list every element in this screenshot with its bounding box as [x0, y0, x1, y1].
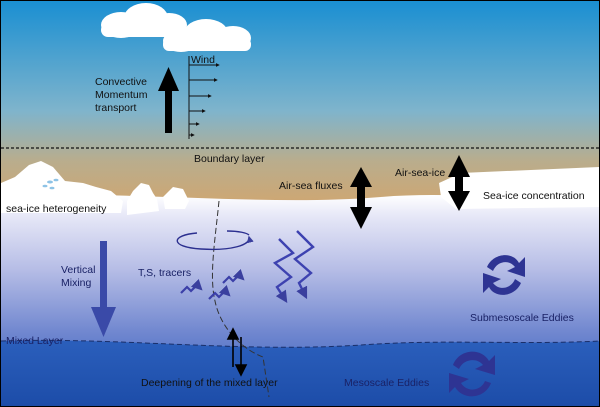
submesoscale-eddy-circular-arrows-icon — [483, 255, 525, 295]
cloud-icon — [163, 19, 251, 52]
air-sea-ice-label: Air-sea-ice — [395, 167, 445, 179]
atmosphere-background — [1, 1, 599, 201]
submesoscale-eddies-label: Submesoscale Eddies — [470, 312, 574, 324]
deep-ocean-layer — [1, 340, 599, 406]
sea-ice-concentration-label: Sea-ice concentration — [483, 190, 585, 202]
ice-fragments — [42, 178, 59, 190]
deepening-double-arrow-icon — [226, 327, 248, 377]
ts-tracers-label: T,S, tracers — [138, 267, 191, 279]
mesoscale-eddies-label: Mesoscale Eddies — [344, 377, 429, 389]
mixed-layer-label: Mixed Layer — [6, 335, 64, 347]
vertical-mixing-label-2: Mixing — [61, 277, 92, 289]
vertical-mixing-arrow-icon — [91, 241, 116, 337]
boundary-layer-label: Boundary layer — [194, 153, 265, 165]
vertical-squiggle-arrows — [272, 230, 315, 304]
cloud-icon — [101, 3, 187, 38]
sea-ice-heterogeneity-label: sea-ice heterogeneity — [6, 203, 107, 215]
mesoscale-eddy-circular-arrows-icon — [449, 351, 495, 397]
convective-label-2: Momentum — [95, 89, 148, 101]
tracer-squiggle-arrows — [180, 268, 245, 300]
vertical-mixing-label-1: Vertical — [61, 264, 95, 276]
sea-ice-floes-left — [1, 161, 189, 215]
air-sea-fluxes-label: Air-sea fluxes — [279, 180, 343, 192]
mixed-layer-line — [1, 339, 599, 348]
air-sea-ice-double-headed-arrow-icon — [448, 155, 470, 211]
convective-label-3: transport — [95, 102, 137, 114]
deepening-label: Deepening of the mixed layer — [141, 377, 278, 389]
wind-label: Wind — [191, 54, 215, 66]
deepening-dashed-line — [211, 200, 270, 398]
air-sea-fluxes-double-headed-arrow-icon — [350, 167, 372, 229]
convective-label-1: Convective — [95, 76, 147, 88]
convective-arrow-icon — [158, 67, 179, 133]
sea-ice-floe-right — [439, 167, 599, 209]
wind-profile — [188, 56, 220, 139]
horizontal-eddy-circular-arrows-icon — [176, 230, 254, 251]
